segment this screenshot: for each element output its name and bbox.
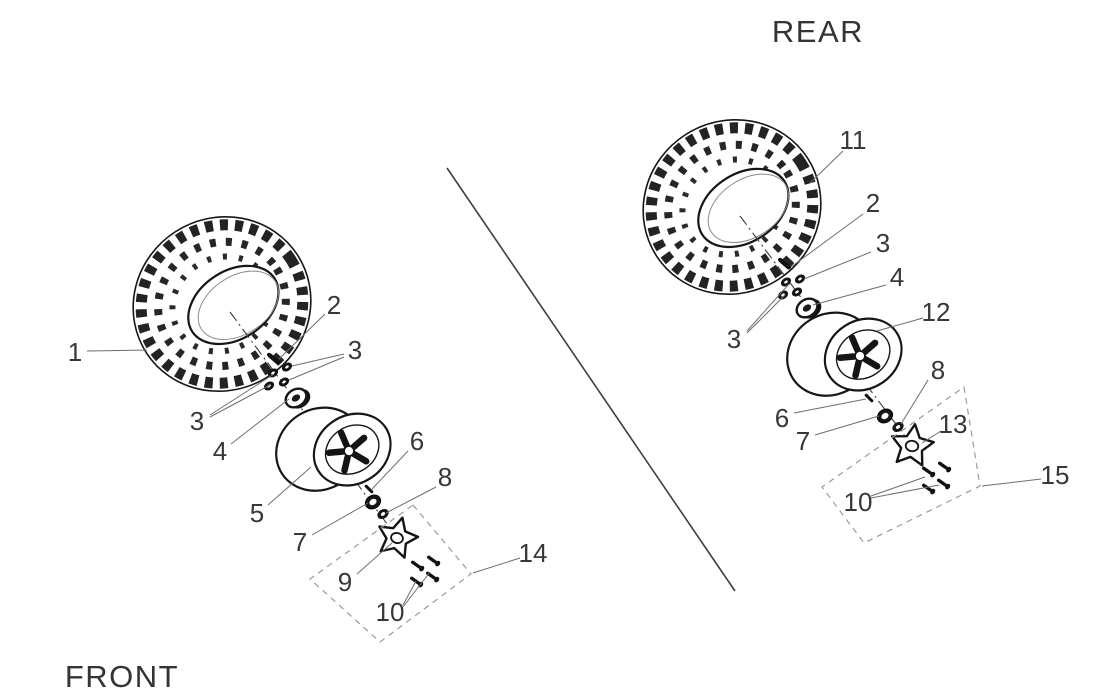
- part-front-cotter-pin: [364, 484, 374, 494]
- rear-callouts: 11 2 3 4 3 12 6 7 8 13 10 15: [727, 125, 1070, 517]
- part-front-hub: [378, 516, 420, 559]
- callout-front-4: 4: [213, 436, 227, 466]
- callout-rear-12: 12: [922, 297, 951, 327]
- front-leader-lines: [86, 313, 521, 608]
- callout-rear-11: 11: [840, 125, 867, 155]
- part-rear-cotter-pin: [864, 393, 874, 403]
- part-front-spacer: [284, 387, 311, 409]
- rear-kit-dashed-box: [821, 385, 981, 544]
- callout-front-5: 5: [250, 498, 264, 528]
- callout-rear-15: 15: [1041, 460, 1070, 490]
- tire-bead-hole: [187, 264, 280, 346]
- tire-tread-outer: [645, 122, 819, 292]
- part-rear-washer-8: [892, 421, 904, 433]
- part-rear-spacer: [795, 297, 822, 319]
- front-callouts: 1 2 3 3 4 5 6 7 8 9 10 14: [68, 290, 548, 627]
- part-front-washer-8: [377, 508, 389, 520]
- callout-front-8: 8: [438, 462, 452, 492]
- part-rear-tire: [642, 118, 822, 296]
- rear-rim-spokes: [836, 334, 881, 379]
- front-kit-dashed-box: [309, 504, 472, 643]
- tire-tread-mid: [664, 140, 800, 274]
- part-rear-valve-stem: [778, 257, 792, 270]
- tire-tread-outer: [135, 219, 309, 389]
- tire-bead-lip: [707, 173, 789, 243]
- callout-front-2: 2: [327, 290, 341, 320]
- callout-rear-10: 10: [844, 487, 873, 517]
- part-front-tire: [132, 215, 312, 393]
- front-section-title: FRONT: [65, 659, 179, 694]
- front-rear-divider-line: [446, 167, 736, 592]
- callout-front-14: 14: [519, 538, 548, 568]
- callout-rear-3b: 3: [727, 324, 741, 354]
- part-front-castle-nut: [364, 494, 382, 510]
- callout-rear-13: 13: [939, 409, 968, 439]
- part-rear-hub: [890, 423, 935, 467]
- callout-front-10: 10: [376, 597, 405, 627]
- rear-section-title: REAR: [772, 14, 864, 49]
- part-rear-bolts: [921, 461, 952, 495]
- rear-wheel-assembly: 11 2 3 4 3 12 6 7 8 13 10 15: [642, 118, 1070, 544]
- part-rear-washers: [777, 274, 806, 300]
- front-rim-spokes: [325, 429, 370, 474]
- part-rear-castle-nut: [876, 408, 894, 424]
- rear-leader-lines: [746, 150, 1042, 499]
- callout-front-7: 7: [293, 527, 307, 557]
- part-front-valve-stem: [267, 352, 281, 365]
- part-front-rim: [275, 406, 392, 492]
- front-wheel-assembly: 1 2 3 3 4 5 6 7 8 9 10 14: [68, 215, 548, 643]
- callout-rear-8: 8: [931, 355, 945, 385]
- callout-rear-3a: 3: [876, 228, 890, 258]
- callout-rear-6: 6: [775, 403, 789, 433]
- tire-bead-hole: [697, 167, 790, 249]
- callout-rear-2: 2: [866, 188, 880, 218]
- callout-front-3a: 3: [348, 335, 362, 365]
- callout-front-3b: 3: [190, 406, 204, 436]
- callout-rear-7: 7: [796, 426, 810, 456]
- tire-bead-lip: [197, 270, 279, 340]
- callout-rear-4: 4: [890, 262, 904, 292]
- callout-front-1: 1: [68, 337, 82, 367]
- callout-front-6: 6: [410, 426, 424, 456]
- part-rear-rim: [786, 311, 903, 397]
- callout-front-9: 9: [338, 567, 352, 597]
